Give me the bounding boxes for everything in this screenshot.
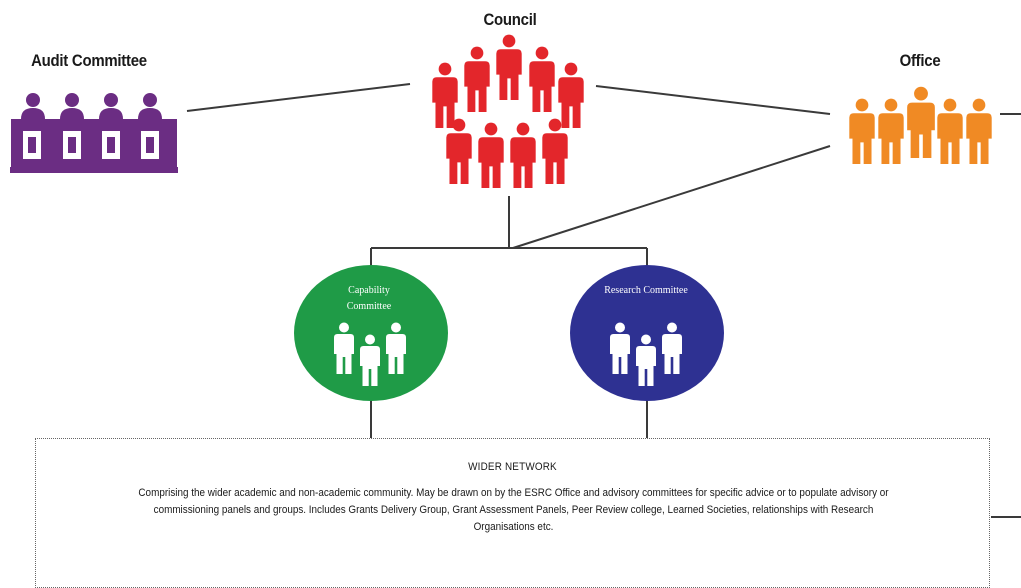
wider-network-description: Comprising the wider academic and non-ac… [138, 487, 889, 533]
research-committee-label: Research Committee [604, 285, 688, 296]
committee-table-icon [10, 93, 178, 173]
audit-committee-label: Audit Committee [31, 51, 147, 70]
council-office-line [595, 85, 831, 115]
wider-network-title: WIDER NETWORK [468, 461, 557, 473]
wider-network-box: WIDER NETWORK Comprising the wider acade… [35, 438, 990, 588]
office-label: Office [899, 51, 941, 70]
capability-committee-label: Capability Committee [346, 285, 392, 312]
office-to-tree-line [512, 145, 831, 249]
people-ring-icon [432, 34, 584, 188]
council-label: Council [483, 10, 537, 29]
connector-lines [186, 83, 1021, 518]
audit-council-line [186, 83, 411, 112]
people-group-icon [849, 86, 992, 164]
capability-committee-node [294, 265, 448, 401]
research-committee-node [570, 265, 724, 401]
